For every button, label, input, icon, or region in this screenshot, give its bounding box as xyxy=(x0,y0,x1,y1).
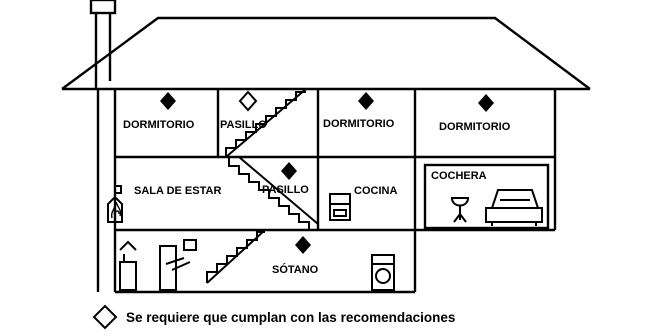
room-label-sala-de-estar: SALA DE ESTAR xyxy=(134,185,221,197)
fireplace-icon xyxy=(107,185,123,223)
grill-icon xyxy=(450,197,470,223)
chimney xyxy=(89,0,117,292)
room-label-dormitorio-3: DORMITORIO xyxy=(439,121,511,133)
detector-required-dormitorio-3 xyxy=(478,94,494,112)
middle-staircase xyxy=(228,156,319,230)
water-heater-icon xyxy=(119,240,137,291)
room-label-sotano: SÓTANO xyxy=(272,263,319,276)
legend: Se requiere que cumplan con las recomend… xyxy=(92,304,455,330)
flame-icon xyxy=(110,201,122,219)
outline-diamond-icon xyxy=(92,304,118,330)
room-label-dormitorio-1: DORMITORIO xyxy=(123,119,195,131)
room-label-cochera: COCHERA xyxy=(431,170,487,182)
room-label-pasillo-lower: PASILLO xyxy=(262,184,309,196)
detector-required-dormitorio-2 xyxy=(358,92,374,110)
room-label-dormitorio-2: DORMITORIO xyxy=(323,118,395,130)
legend-text: Se requiere que cumplan con las recomend… xyxy=(126,309,456,325)
upper-staircase xyxy=(225,88,307,158)
detector-required-sotano xyxy=(295,236,311,254)
stove-icon xyxy=(329,193,351,221)
roof xyxy=(61,16,591,90)
car-icon xyxy=(485,189,543,226)
furnace-icon xyxy=(159,239,197,291)
detector-recommended-pasillo-upper xyxy=(238,90,258,112)
detector-required-pasillo-lower xyxy=(281,162,297,180)
washer-icon xyxy=(371,254,395,291)
room-label-cocina: COCINA xyxy=(354,185,397,197)
garage-door-frame xyxy=(423,163,550,230)
basement-staircase xyxy=(206,229,266,284)
room-label-pasillo-upper: PASILLO xyxy=(220,119,267,131)
detector-required-dormitorio-1 xyxy=(160,92,176,110)
